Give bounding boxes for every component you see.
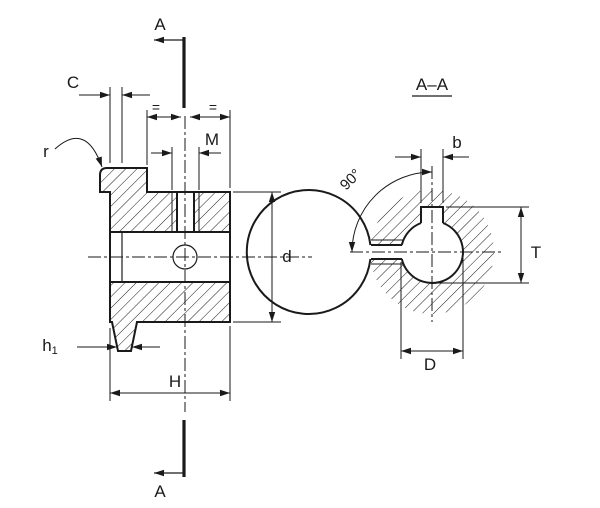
dim-label-c: C [67,73,79,92]
dim-label-h: H [169,372,181,391]
dim-label-h1: h1 [42,336,58,357]
equal-mark-right: = [209,99,217,115]
dim-h-width: H [109,326,231,401]
section-view-title: A–A [416,75,449,94]
fillet-leader [54,138,103,168]
outer-circle [245,189,372,315]
section-letter-top: A [154,15,166,34]
cutting-plane-top: A [154,15,186,108]
bottom-tooth-hatch [112,322,137,351]
dim-m: M [151,130,221,190]
dim-label-d: d [282,247,291,266]
dim-label-b: b [452,133,461,152]
sprocket-body-outline [99,167,231,352]
section-view: A–A [245,75,502,322]
equal-mark-left: = [152,99,160,115]
dim-label-t: T [531,243,541,262]
dim-equal-spacing: = = [146,99,231,188]
cutting-plane-bottom: A [154,420,186,501]
dim-t-keyway-depth: T [437,206,541,284]
lower-section-hatch [110,282,230,322]
dim-d-pitch: d [233,191,292,323]
dim-label-r: r [43,142,49,161]
upper-section-hatch [100,168,230,232]
dim-label-m: M [205,130,219,149]
dim-r: r [43,138,103,168]
dim-c: C [67,73,150,163]
dim-h1-tooth: h1 [42,336,160,357]
section-letter-bottom: A [154,482,166,501]
left-view [88,116,312,412]
dim-label-angle: 90° [337,166,365,194]
angle-arc [348,168,433,253]
dim-d-bore: D [400,258,464,374]
dim-label-dbore: D [424,355,436,374]
